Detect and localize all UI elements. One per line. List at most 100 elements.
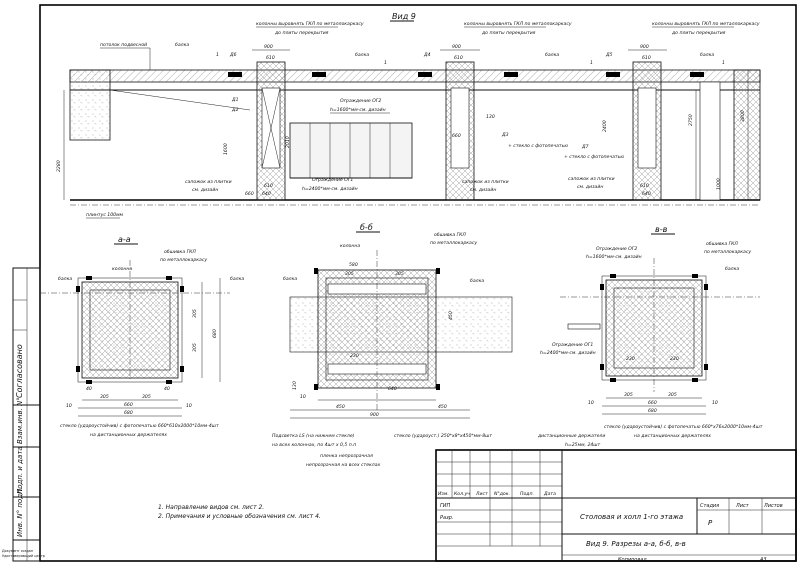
beam-markers	[228, 72, 704, 77]
section-aa-note2: на дистанционных держателях	[90, 433, 167, 438]
section-vv-note3: стекло (удароустойчив) с фотопечатью 660…	[604, 424, 763, 430]
callout-beam-1: балка	[175, 42, 189, 48]
section-vv-note1: дистанционные держатели	[537, 434, 605, 439]
svg-text:Д1: Д1	[231, 97, 239, 103]
svg-text:Д3: Д3	[501, 132, 509, 138]
svg-text:1: 1	[590, 60, 593, 66]
svg-text:130: 130	[292, 381, 298, 390]
svg-text:305: 305	[345, 271, 354, 277]
svg-text:450: 450	[438, 404, 447, 410]
section-aa-note1: стекло (удароустойчив) с фотопечатью 660…	[60, 423, 219, 429]
svg-text:640: 640	[262, 191, 271, 197]
svg-text:балка: балка	[725, 266, 739, 272]
section-bb-note4: пленка непрозрачная	[320, 454, 373, 459]
section-vv-note4: на дистанционных держателях	[634, 434, 711, 439]
svg-text:610: 610	[640, 183, 649, 189]
callout-columns-bot-2: до плиты перекрытия	[481, 31, 536, 36]
callout-fence-og2-b: h=1600*мм-см. дизайн	[330, 107, 386, 113]
svg-text:305: 305	[395, 271, 404, 277]
electronic-stamp: Документ создан Удостоверяющий центр	[2, 549, 45, 558]
svg-text:1: 1	[216, 52, 219, 58]
svg-text:Удостоверяющий центр: Удостоверяющий центр	[2, 554, 45, 558]
sidebar-sign-date: Подп. и дата	[16, 446, 24, 494]
svg-text:A3: A3	[759, 557, 767, 563]
svg-text:305: 305	[192, 343, 198, 352]
sidebar-inv-orig: Инв. N° подл.	[16, 487, 24, 537]
svg-text:Д5: Д5	[605, 52, 613, 58]
general-notes: 1. Направление видов см. лист 2. 2. Прим…	[158, 504, 321, 520]
svg-text:N°док.: N°док.	[494, 491, 510, 497]
callout-fence-og2-a: Ограждение ОГ2	[340, 98, 381, 104]
svg-text:Лист: Лист	[735, 503, 750, 509]
svg-text:Р: Р	[708, 519, 713, 527]
note-1: 1. Направление видов см. лист 2.	[158, 504, 264, 511]
svg-text:Д6: Д6	[229, 52, 237, 58]
svg-text:610: 610	[266, 55, 275, 61]
svg-text:1: 1	[384, 60, 387, 66]
svg-text:680: 680	[648, 408, 657, 414]
svg-text:балка: балка	[470, 278, 484, 284]
svg-text:по металлокаркасу: по металлокаркасу	[704, 250, 751, 255]
svg-text:610: 610	[264, 183, 273, 189]
svg-text:660: 660	[245, 191, 254, 197]
svg-text:305: 305	[192, 309, 198, 318]
svg-text:305: 305	[624, 392, 633, 398]
svg-text:Ограждение ОГ2: Ограждение ОГ2	[596, 246, 637, 252]
svg-text:305: 305	[668, 392, 677, 398]
svg-text:2750: 2750	[688, 114, 694, 126]
section-bb-note1: Подсветка LS (на нижнем стекле)	[272, 433, 355, 439]
svg-text:10: 10	[66, 403, 72, 409]
svg-text:балка: балка	[283, 276, 297, 282]
callout-columns-top-2: колонны выровнять ГКЛ по металлокаркасу	[464, 21, 572, 27]
svg-text:230: 230	[350, 353, 359, 359]
callout-columns-bot-1: до плиты перекрытия	[274, 31, 329, 36]
title-block: Изм. Кол.уч Лист N°док. Подп. Дата ГИП Р…	[435, 449, 797, 563]
callout-plinth-2b: см. дизайн	[470, 187, 496, 193]
svg-text:660: 660	[452, 133, 461, 139]
callout-plinth-2a: сапожок из плитки	[462, 180, 509, 185]
callout-plinth-3b: см. дизайн	[577, 184, 603, 190]
section-aa-title: а-а	[118, 235, 131, 244]
svg-text:1000: 1000	[716, 178, 722, 190]
svg-text:2280: 2280	[56, 160, 62, 172]
svg-text:305: 305	[100, 394, 109, 400]
svg-text:680: 680	[212, 329, 218, 338]
callout-beam-3: балка	[545, 52, 559, 58]
svg-text:40: 40	[164, 386, 170, 392]
callout-fence-og1-b: h=2400*мм-см. дизайн	[302, 186, 358, 192]
svg-text:Д4: Д4	[423, 52, 431, 58]
svg-text:10: 10	[300, 394, 306, 400]
callout-plinth-3a: сапожок из плитки	[568, 177, 615, 182]
note-2: 2. Примечания и условные обозначения см.…	[158, 513, 321, 520]
svg-text:Листов: Листов	[763, 503, 783, 509]
svg-text:Изм.: Изм.	[438, 491, 449, 497]
svg-text:Дата: Дата	[543, 491, 556, 497]
section-vv-title: в-в	[655, 225, 668, 234]
callout-columns-bot-3: до плиты перекрытия	[671, 31, 726, 36]
svg-text:обшивка ГКЛ: обшивка ГКЛ	[164, 249, 196, 255]
view-9-elevation: Вид 9	[56, 12, 761, 219]
svg-text:10: 10	[186, 403, 192, 409]
svg-text:130: 130	[486, 114, 495, 120]
svg-text:680: 680	[124, 410, 133, 416]
svg-text:305: 305	[142, 394, 151, 400]
callout-glass-1: + стекло с фотопечатью	[508, 143, 568, 149]
section-vv-note2: h=25мм, 24шт	[565, 442, 601, 448]
callout-ceiling: потолок подвесной	[100, 42, 147, 48]
section-bb: б-б колонна обшивка ГКЛ по металлокаркас…	[272, 223, 513, 468]
svg-text:10: 10	[712, 400, 718, 406]
svg-text:Разр.: Разр.	[440, 515, 454, 521]
svg-text:900: 900	[370, 412, 379, 418]
callout-fence-og1-a: Ограждение ОГ1	[312, 177, 353, 183]
svg-text:450: 450	[448, 311, 454, 320]
titleblock-sheet-title: Вид 9. Разрезы а-а, б-б, в-в	[586, 540, 686, 548]
section-bb-title: б-б	[360, 223, 373, 232]
fence-og2-panels	[289, 122, 413, 179]
svg-text:балка: балка	[58, 276, 72, 282]
svg-text:по металлокаркасу: по металлокаркасу	[160, 258, 207, 263]
svg-text:по металлокаркасу: по металлокаркасу	[430, 241, 477, 246]
svg-text:660: 660	[124, 402, 133, 408]
svg-text:Кол.уч: Кол.уч	[454, 491, 470, 497]
section-bb-note2: на всех колоннах, по 4шт х 0,5 п.п	[272, 442, 356, 448]
